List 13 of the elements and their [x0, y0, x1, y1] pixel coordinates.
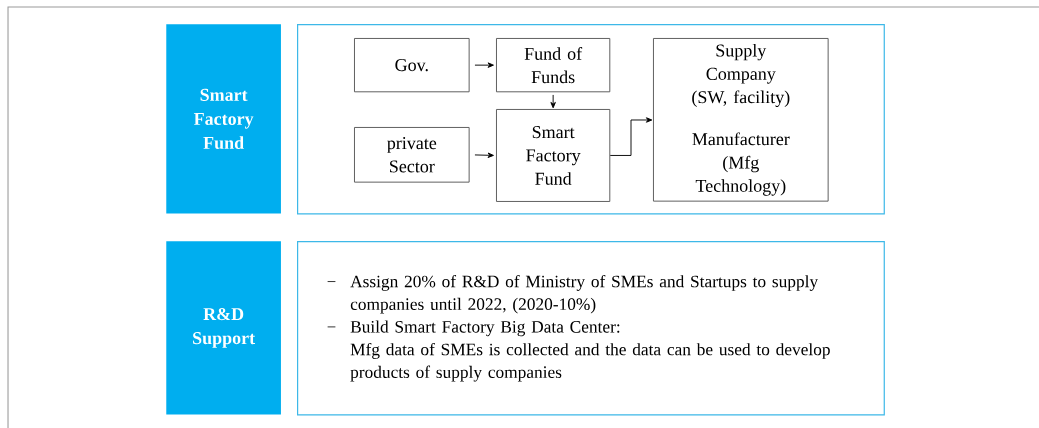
panel-frame — [297, 24, 885, 215]
arrow — [474, 152, 494, 158]
process-box: private Sector — [354, 127, 470, 183]
text-panel: Assign 20% of R&D of Ministry of SMEs and Startups to supply companies until 2022, (2020-10%) Build Smart Factory Big Data Center: Mfg data of SMEs is collected and the data can be used to develop products of supply companies — [297, 241, 885, 416]
section-label: Smart Factory Fund — [166, 24, 281, 214]
process-box: Smart Factory Fund — [496, 109, 611, 202]
section-label: R&D Support — [166, 241, 281, 415]
process-box: Gov. — [354, 38, 470, 93]
process-box: Supply Company (SW, facility) Manufacturer (Mfg Technology) — [653, 38, 829, 202]
arrow — [550, 94, 556, 109]
arrow — [609, 117, 653, 156]
process-box: Fund of Funds — [496, 38, 611, 93]
arrow — [474, 62, 494, 68]
